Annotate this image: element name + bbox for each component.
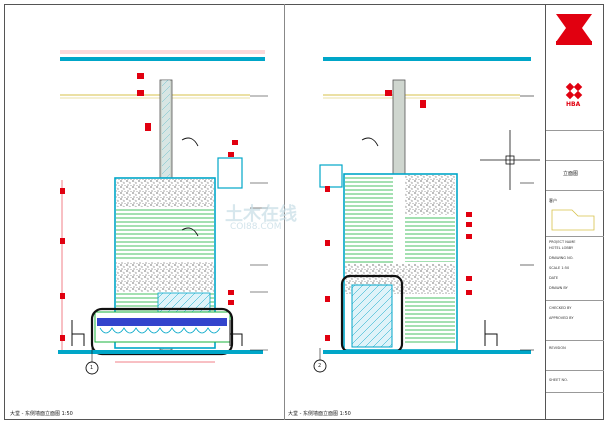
company-logo bbox=[556, 14, 592, 45]
tb-row-text: SHEET NO. bbox=[549, 378, 568, 382]
view-divider bbox=[284, 4, 285, 420]
drawing-title: 立面图 bbox=[563, 171, 579, 177]
left-elevation bbox=[58, 50, 268, 375]
watermark-text: 土木在线 bbox=[225, 204, 297, 225]
tb-row-text: PROJECT NAME bbox=[549, 240, 576, 244]
right-elevation bbox=[313, 57, 540, 373]
tb-divider bbox=[546, 300, 604, 301]
key-plan bbox=[551, 209, 595, 231]
tb-divider bbox=[546, 190, 604, 191]
client-label: 客户 bbox=[549, 198, 557, 203]
title-block bbox=[545, 4, 604, 420]
watermark-subtext: COI88.COM bbox=[230, 222, 282, 232]
tb-divider bbox=[546, 160, 604, 161]
tb-divider bbox=[546, 130, 604, 131]
hba-label: HBA bbox=[566, 101, 581, 108]
tb-row-text: APPROVED BY bbox=[549, 316, 574, 320]
tb-row-text: SCALE 1:50 bbox=[549, 266, 570, 270]
tb-row-text: REVISION bbox=[549, 346, 566, 350]
tb-row-text: DATE bbox=[549, 276, 559, 280]
left-callout-number: 1 bbox=[90, 365, 94, 371]
tb-row-text: CHECKED BY bbox=[549, 306, 572, 310]
left-view-caption: 大堂 - 东侧墙面立面图 1:50 bbox=[10, 411, 73, 417]
tb-divider bbox=[546, 392, 604, 393]
tb-divider bbox=[546, 370, 604, 371]
right-view-caption: 大堂 - 东侧墙面立面图 1:50 bbox=[288, 411, 351, 417]
sheet-border bbox=[4, 4, 604, 420]
tb-divider bbox=[546, 236, 604, 237]
hba-logo bbox=[565, 82, 583, 100]
right-callout-number: 2 bbox=[318, 363, 322, 369]
tb-row-text: HOTEL LOBBY bbox=[549, 246, 574, 250]
tb-row-text: DRAWING NO. bbox=[549, 256, 574, 260]
tb-row-text: DRAWN BY bbox=[549, 286, 568, 290]
tb-divider bbox=[546, 340, 604, 341]
